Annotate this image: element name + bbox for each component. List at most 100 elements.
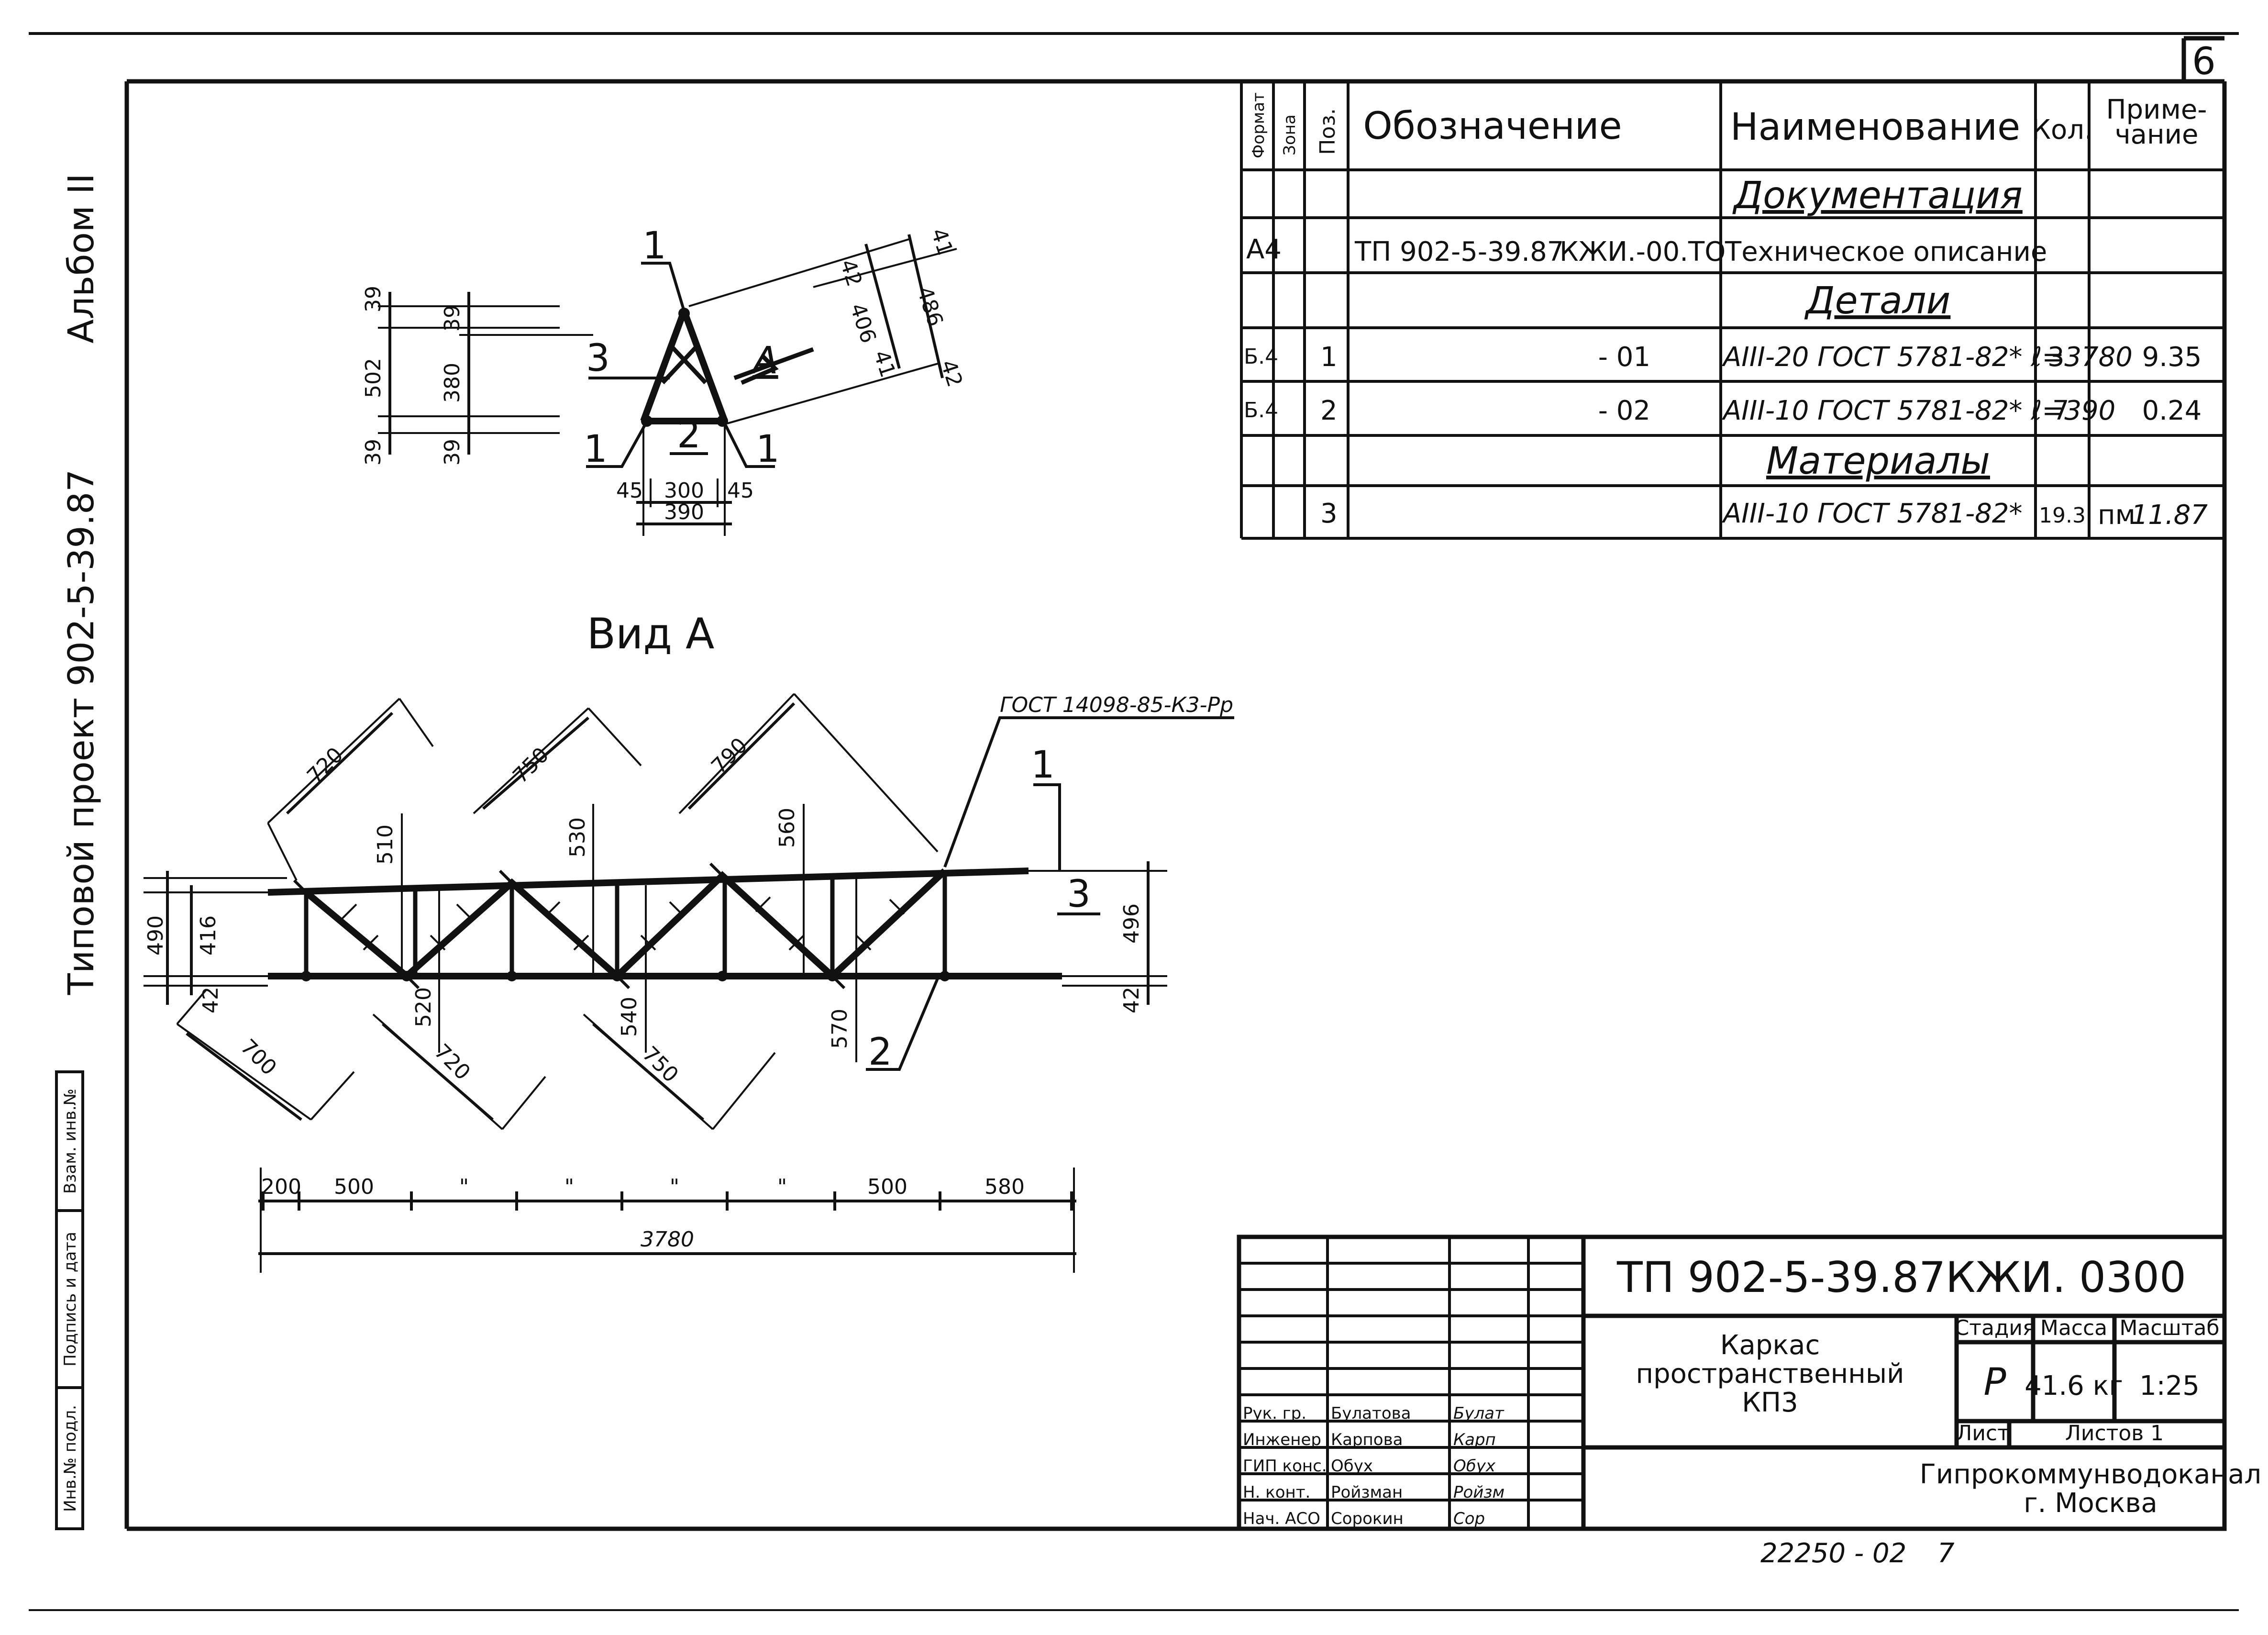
r1-oboz: - 01 — [1598, 342, 1650, 373]
sec-dim-39-d: 39 — [440, 439, 465, 466]
sec-dim-39-a: 39 — [361, 286, 386, 312]
sheet-frame — [29, 32, 2239, 1611]
tb-massa-h: Масса — [2040, 1316, 2107, 1340]
hdr-kol: Кол. — [2032, 114, 2093, 145]
podpis-data-label: Подпись и дата — [61, 1232, 80, 1367]
album-label: Альбом II — [61, 173, 102, 343]
staff-sign-0: Булат — [1453, 1404, 1505, 1423]
tb-masshtab-h: Масштаб — [2119, 1316, 2219, 1340]
project-label: Типовой проект 902-5-39.87 — [61, 469, 102, 996]
r2-name: АIII-10 ГОСТ 5781-82* ℓ=390 — [1722, 395, 2115, 426]
hdr-poz: Поз. — [1316, 108, 1340, 155]
hdr-naimenovanie: Наименование — [1730, 106, 2020, 149]
staff-name-4: Сорокин — [1331, 1509, 1404, 1528]
va-dim-530: 530 — [565, 817, 590, 857]
chain-200: 200 — [261, 1175, 301, 1199]
va-dim-750-bot: 750 — [638, 1042, 683, 1087]
r2-kol: 7 — [2052, 395, 2069, 426]
tb-listov-h: Листов 1 — [2065, 1421, 2164, 1446]
sec-view-a-label: А — [750, 339, 778, 382]
va-dim-520: 520 — [411, 987, 436, 1027]
hdr-prim-2: чание — [2115, 119, 2199, 150]
sec-dim-380: 380 — [440, 363, 465, 403]
doc-name: Техническое описание — [1725, 236, 2047, 267]
view-a: Вид А — [144, 609, 1234, 1273]
staff-role-2: ГИП конс. — [1243, 1457, 1327, 1476]
staff-name-2: Обух — [1331, 1457, 1373, 1476]
r3-prim: 11.87 — [2131, 500, 2208, 531]
side-labels: Альбом II Типовой проект 902-5-39.87 Вза… — [55, 173, 102, 1530]
r3-prim-unit: пм — [2098, 500, 2135, 531]
doc-oboz-1: ТП 902-5-39.87 — [1354, 236, 1564, 267]
r3-kol: 19.3 — [2039, 503, 2086, 528]
staff-role-3: Н. конт. — [1243, 1483, 1310, 1502]
spec-table: Формат Зона Поз. Обозначение Наименовани… — [1240, 80, 2224, 540]
staff-sign-1: Карп — [1453, 1430, 1496, 1449]
va-dim-720-top: 720 — [302, 743, 348, 788]
doc-oboz-2: КЖИ.-00.ТО — [1560, 236, 1726, 267]
sec-pos-1-top: 1 — [642, 224, 666, 267]
va-pos-1: 1 — [1031, 744, 1055, 787]
staff-role-0: Рук. гр. — [1243, 1404, 1306, 1423]
tb-org-2: г. Москва — [2024, 1488, 2157, 1519]
sec-dim-42-top: 42 — [835, 256, 867, 289]
chain-ditto-2: " — [564, 1175, 574, 1199]
chain-ditto-3: " — [670, 1175, 679, 1199]
sec-dim-486: 486 — [912, 284, 948, 330]
va-dim-490: 490 — [144, 915, 168, 956]
va-dim-42-left: 42 — [199, 987, 223, 1013]
r2-poz: 2 — [1320, 395, 1338, 426]
section-details: Детали — [1804, 279, 1951, 323]
tb-name-2: пространственный — [1636, 1358, 1904, 1390]
hdr-zona: Зона — [1280, 114, 1299, 156]
sec-pos-1-left: 1 — [584, 428, 608, 471]
va-dim-416: 416 — [196, 915, 221, 956]
hdr-oboznachenie: Обозначение — [1363, 105, 1622, 148]
va-dim-560: 560 — [775, 808, 799, 848]
section-documentation: Документация — [1732, 174, 2023, 217]
doc-format: А4 — [1246, 234, 1282, 265]
sec-dim-42-bot: 42 — [936, 357, 967, 390]
sec-dim-45-right: 45 — [727, 478, 754, 503]
r1-poz: 1 — [1320, 342, 1338, 373]
sec-dim-45-left: 45 — [616, 478, 643, 503]
tb-stadia: Р — [1983, 1361, 2006, 1404]
r1-format: Б.4 — [1244, 345, 1278, 369]
va-dim-42-right: 42 — [1119, 987, 1144, 1013]
va-pos-2: 2 — [868, 1031, 892, 1074]
cross-section: 39 502 39 39 380 39 45 300 45 390 41 42 … — [361, 224, 967, 536]
va-dim-496: 496 — [1119, 903, 1144, 944]
va-dim-510: 510 — [373, 824, 398, 865]
r2-prim: 0.24 — [2142, 395, 2202, 426]
sheet-number: 6 — [2192, 40, 2216, 83]
r3-name: АIII-10 ГОСТ 5781-82* — [1722, 498, 2023, 529]
tb-code-suffix: КЖИ. 0300 — [1946, 1253, 2186, 1302]
view-a-title: Вид А — [587, 609, 715, 658]
bottom-number-1: 22250 - 02 — [1760, 1538, 1906, 1569]
r1-prim: 9.35 — [2142, 342, 2202, 373]
staff-sign-3: Ройзм — [1453, 1483, 1505, 1502]
tb-code: ТП 902-5-39.87 — [1616, 1253, 1946, 1302]
sec-dim-300: 300 — [664, 478, 704, 503]
sec-dim-41-top: 41 — [926, 225, 958, 258]
staff-name-1: Карпова — [1331, 1430, 1403, 1449]
chain-total-3780: 3780 — [641, 1227, 694, 1252]
staff-name-3: Ройзман — [1331, 1483, 1403, 1502]
chain-ditto-4: " — [777, 1175, 787, 1199]
chain-ditto-1: " — [459, 1175, 469, 1199]
tb-massa: 41.6 кг — [2025, 1370, 2123, 1401]
sec-pos-2: 2 — [677, 413, 701, 456]
chain-500-a: 500 — [334, 1175, 374, 1199]
title-block: ТП 902-5-39.87 КЖИ. 0300 Каркас простран… — [1237, 1235, 2261, 1531]
va-dim-570: 570 — [828, 1009, 852, 1049]
r3-poz: 3 — [1320, 498, 1338, 529]
tb-masshtab: 1:25 — [2139, 1370, 2200, 1401]
va-dim-540: 540 — [617, 997, 642, 1037]
sec-dim-39-c: 39 — [440, 305, 465, 332]
inv-podl-label: Инв.№ подл. — [61, 1405, 80, 1512]
va-gost-weld: ГОСТ 14098-85-К3-Рр — [1000, 693, 1233, 717]
sec-pos-3: 3 — [586, 337, 610, 380]
va-dim-720-bot: 720 — [430, 1039, 475, 1085]
r1-kol: 3 — [2047, 342, 2065, 373]
staff-name-0: Булатова — [1331, 1404, 1411, 1423]
